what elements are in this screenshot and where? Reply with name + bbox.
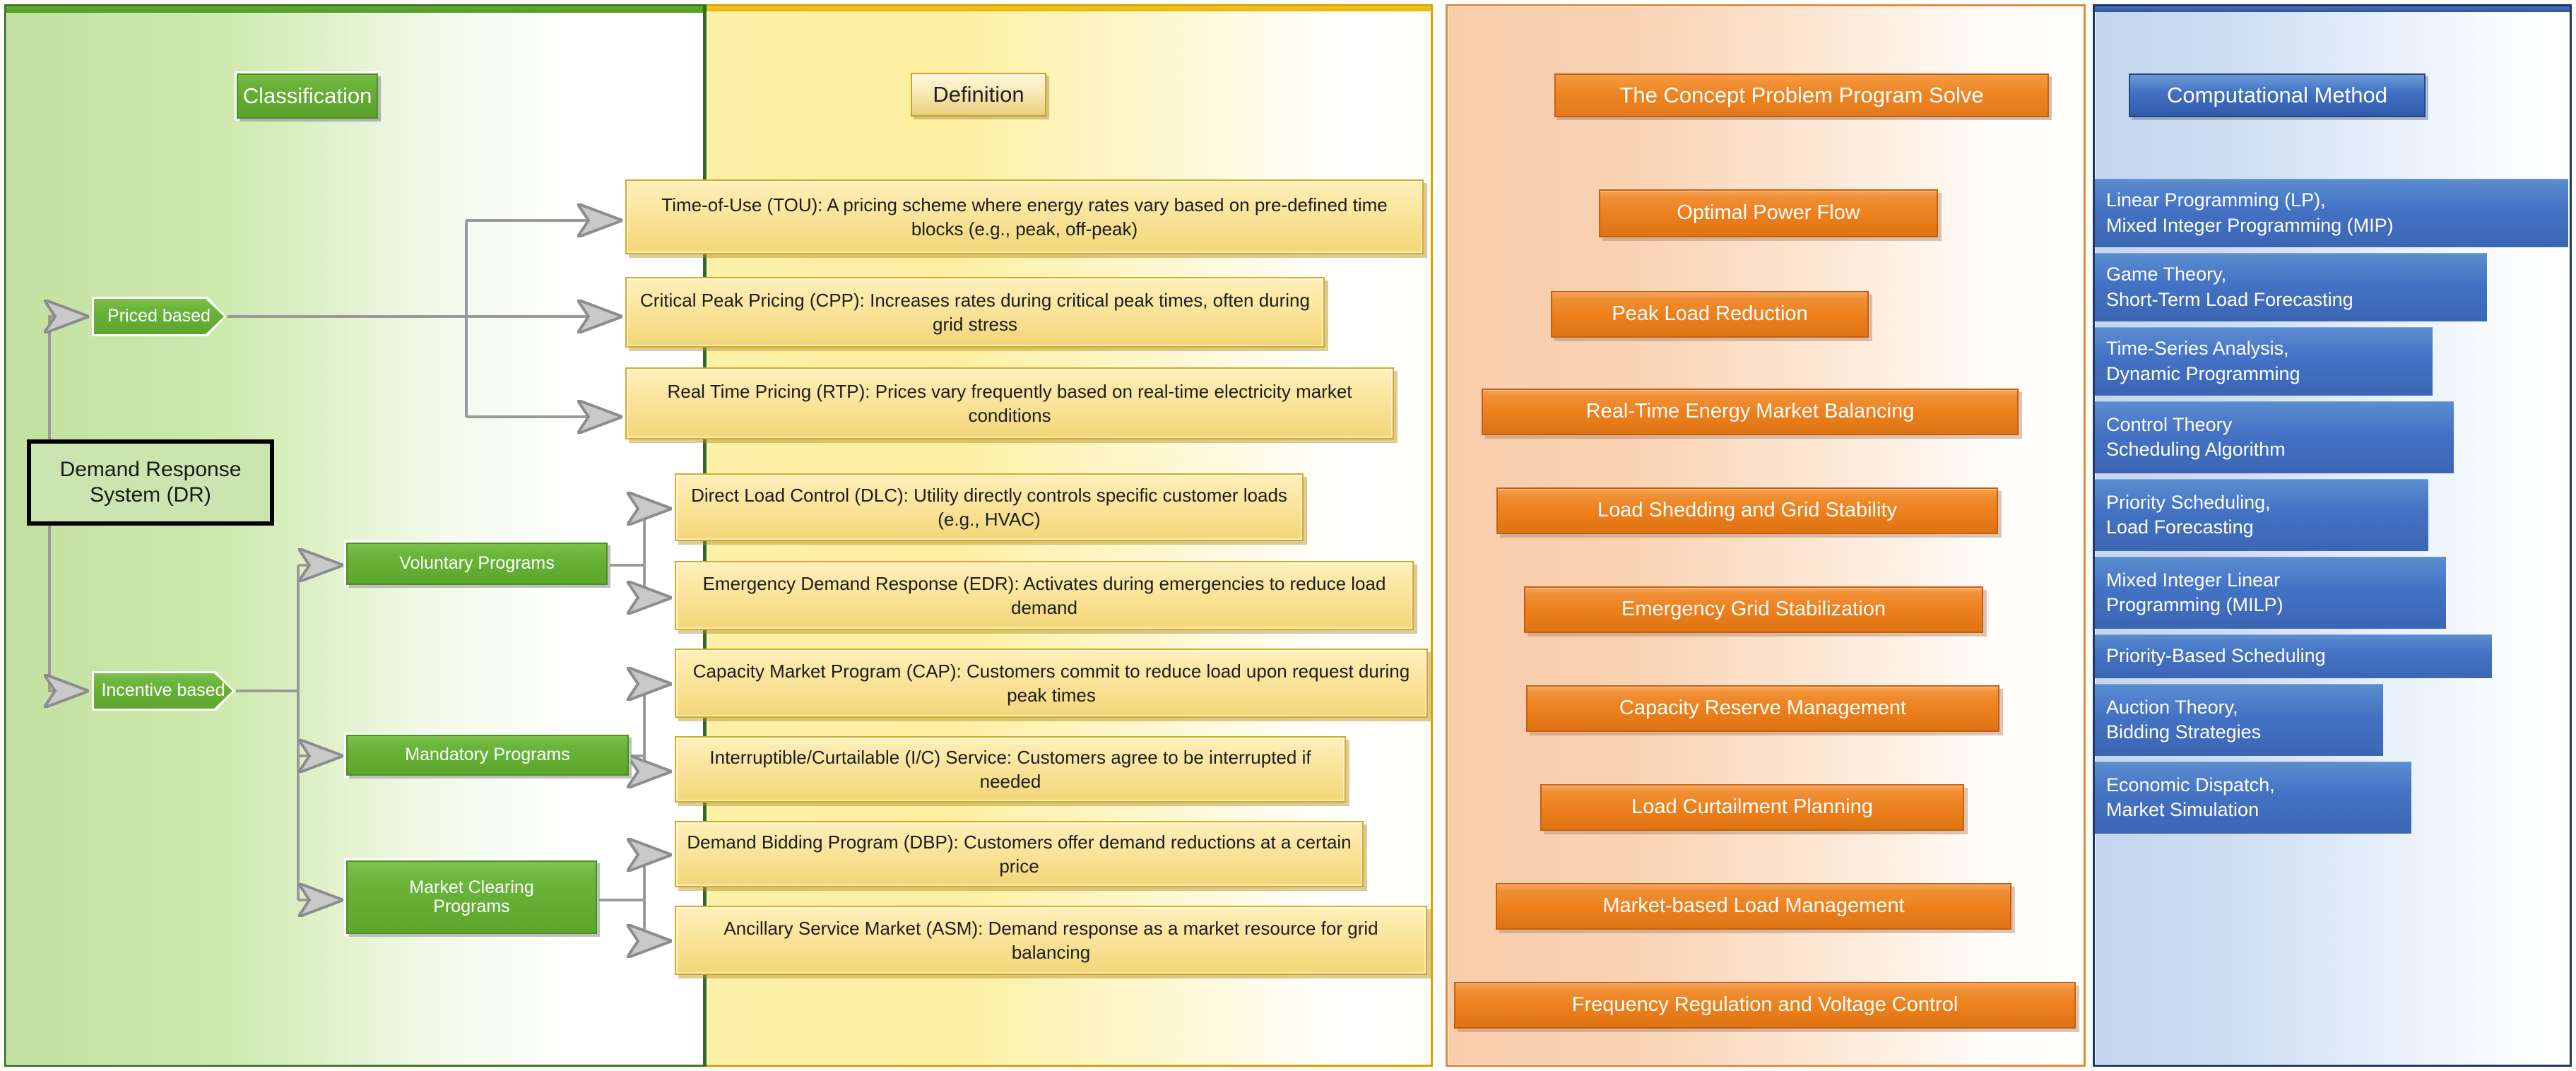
method-line2: Load Forecasting (2106, 516, 2254, 538)
concept-label: Frequency Regulation and Voltage Control (1571, 993, 1958, 1017)
method-bar[interactable]: Mixed Integer Linear Programming (MILP) (2095, 557, 2446, 629)
concept-chip[interactable]: Frequency Regulation and Voltage Control (1454, 982, 2076, 1029)
program-voluntary-label: Voluntary Programs (399, 553, 555, 574)
method-line1: Game Theory, (2106, 264, 2227, 285)
definition-box[interactable]: Emergency Demand Response (EDR): Activat… (675, 561, 1414, 630)
program-mandatory[interactable]: Mandatory Programs (346, 735, 629, 776)
method-bar[interactable]: Control Theory Scheduling Algorithm (2095, 401, 2454, 473)
method-line1: Economic Dispatch, (2106, 774, 2275, 795)
concept-chip[interactable]: Market-based Load Management (1496, 883, 2011, 930)
method-line1: Linear Programming (LP), (2106, 189, 2326, 211)
method-line2: Short-Term Load Forecasting (2106, 288, 2353, 310)
dr-root-line2: System (DR) (90, 483, 211, 507)
concept-chip[interactable]: Emergency Grid Stabilization (1524, 586, 1983, 633)
concept-label: Load Curtailment Planning (1631, 795, 1873, 819)
definition-text: Emergency Demand Response (EDR): Activat… (702, 572, 1386, 618)
concept-chip[interactable]: Capacity Reserve Management (1526, 685, 1999, 732)
definition-box[interactable]: Real Time Pricing (RTP): Prices vary fre… (625, 367, 1394, 439)
concept-label: Emergency Grid Stabilization (1621, 598, 1886, 621)
definition-text: Ancillary Service Market (ASM): Demand r… (723, 917, 1378, 963)
definition-box[interactable]: Ancillary Service Market (ASM): Demand r… (675, 906, 1427, 975)
concept-header: The Concept Problem Program Solve (1554, 73, 2049, 117)
program-market-clearing[interactable]: Market Clearing Programs (346, 860, 597, 934)
definition-box[interactable]: Time-of-Use (TOU): A pricing scheme wher… (625, 179, 1424, 254)
dr-root-line1: Demand Response (59, 458, 242, 481)
definition-text: Time-of-Use (TOU): A pricing scheme wher… (661, 194, 1388, 239)
concept-label: Real-Time Energy Market Balancing (1585, 400, 1915, 423)
method-line1: Auction Theory, (2106, 696, 2238, 718)
concept-label: Market-based Load Management (1602, 894, 1905, 918)
method-line1: Priority Scheduling, (2106, 491, 2271, 513)
definition-text: Capacity Market Program (CAP): Customers… (692, 660, 1410, 706)
method-line2: Mixed Integer Programming (MIP) (2106, 214, 2394, 236)
method-bar[interactable]: Priority-Based Scheduling (2095, 634, 2492, 678)
method-bar[interactable]: Game Theory, Short-Term Load Forecasting (2095, 253, 2487, 321)
definition-box[interactable]: Demand Bidding Program (DBP): Customers … (675, 821, 1364, 887)
demand-response-root-node[interactable]: Demand Response System (DR) (27, 439, 274, 526)
definition-text: Critical Peak Pricing (CPP): Increases r… (640, 289, 1310, 335)
branch-incentive-based-label: Incentive based (94, 673, 232, 709)
definition-box[interactable]: Interruptible/Curtailable (I/C) Service:… (675, 736, 1346, 803)
definition-box[interactable]: Critical Peak Pricing (CPP): Increases r… (625, 277, 1325, 348)
concept-chip[interactable]: Peak Load Reduction (1551, 291, 1869, 338)
method-line1: Priority-Based Scheduling (2106, 645, 2326, 667)
method-line2: Dynamic Programming (2106, 362, 2300, 384)
definition-text: Demand Bidding Program (DBP): Customers … (687, 831, 1352, 877)
definition-box[interactable]: Direct Load Control (DLC): Utility direc… (675, 473, 1304, 541)
method-line2: Bidding Strategies (2106, 721, 2262, 742)
concept-label: Optimal Power Flow (1677, 201, 1860, 225)
method-line2: Scheduling Algorithm (2106, 439, 2286, 460)
definition-text: Direct Load Control (DLC): Utility direc… (691, 484, 1287, 530)
method-line1: Time-Series Analysis, (2106, 338, 2289, 360)
concept-label: Peak Load Reduction (1612, 302, 1808, 326)
method-bar[interactable]: Priority Scheduling, Load Forecasting (2095, 479, 2428, 551)
concept-chip[interactable]: Real-Time Energy Market Balancing (1482, 389, 2019, 435)
method-line1: Control Theory (2106, 413, 2233, 435)
method-line2: Market Simulation (2106, 799, 2259, 820)
method-line2: Programming (MILP) (2106, 594, 2283, 615)
classification-header: Classification (237, 73, 378, 119)
method-bar[interactable]: Auction Theory, Bidding Strategies (2095, 684, 2383, 756)
definition-text: Real Time Pricing (RTP): Prices vary fre… (667, 380, 1352, 426)
definition-text: Interruptible/Curtailable (I/C) Service:… (709, 746, 1311, 792)
branch-priced-based-label: Priced based (94, 299, 224, 334)
concept-label: Load Shedding and Grid Stability (1597, 499, 1897, 522)
computational-header: Computational Method (2129, 73, 2426, 117)
branch-incentive-based[interactable]: Incentive based (92, 671, 235, 711)
program-market-clearing-line2: Programs (433, 897, 510, 916)
program-market-clearing-line1: Market Clearing (409, 877, 534, 897)
program-mandatory-label: Mandatory Programs (405, 745, 570, 765)
method-bar[interactable]: Economic Dispatch, Market Simulation (2095, 762, 2411, 834)
concept-label: Capacity Reserve Management (1619, 697, 1907, 720)
method-bar[interactable]: Linear Programming (LP), Mixed Integer P… (2095, 179, 2568, 247)
method-line1: Mixed Integer Linear (2106, 569, 2281, 591)
method-bar[interactable]: Time-Series Analysis, Dynamic Programmin… (2095, 327, 2433, 396)
concept-chip[interactable]: Load Curtailment Planning (1540, 784, 1964, 831)
definition-header: Definition (911, 73, 1046, 117)
concept-chip[interactable]: Load Shedding and Grid Stability (1496, 487, 1998, 534)
branch-priced-based[interactable]: Priced based (92, 297, 226, 336)
concept-chip[interactable]: Optimal Power Flow (1599, 189, 1938, 237)
program-voluntary[interactable]: Voluntary Programs (346, 543, 608, 585)
definition-box[interactable]: Capacity Market Program (CAP): Customers… (675, 649, 1428, 718)
